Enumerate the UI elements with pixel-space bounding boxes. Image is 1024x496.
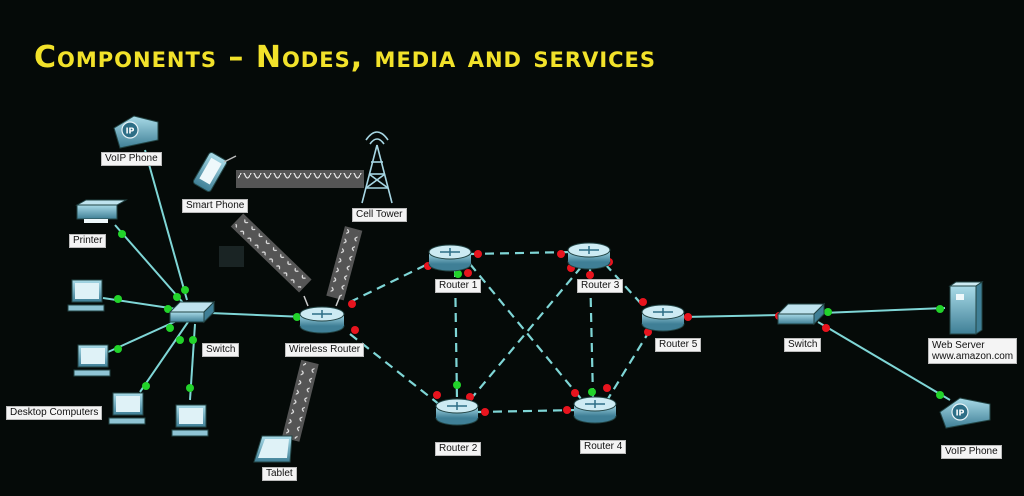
router-3-label: Router 3: [577, 279, 624, 293]
switch-left-label: Switch: [202, 343, 240, 357]
router-4-label: Router 4: [580, 440, 627, 454]
svg-text:IP: IP: [126, 127, 135, 136]
svg-text:IP: IP: [956, 409, 965, 418]
wireless-link-wrouter-b: [326, 226, 363, 301]
link-switch-webserver: [821, 307, 946, 314]
dark-block: [219, 246, 244, 267]
router-2-icon[interactable]: [435, 398, 479, 426]
router-5-icon[interactable]: [641, 304, 685, 332]
link-voip-switch: [144, 149, 188, 301]
wired-links: [102, 149, 951, 401]
link-r3-r5: [604, 263, 646, 309]
slide-title: Components – Nodes, media and services: [34, 40, 657, 75]
link-printer-switch: [114, 224, 186, 306]
router-5-label: Router 5: [655, 338, 702, 352]
web-server-url: www.amazon.com: [932, 351, 1014, 362]
link-r2-r4: [477, 408, 579, 414]
voip-phone-left-icon[interactable]: IP: [113, 115, 159, 149]
cell-tower-label: Cell Tower: [352, 208, 407, 222]
link-router5-switch: [682, 314, 781, 318]
router-1-label: Router 1: [435, 279, 482, 293]
wireless-link-tablet: [281, 359, 319, 442]
link-r2-r3: [469, 265, 583, 401]
desktop-computer-4-icon[interactable]: [171, 404, 209, 437]
web-server-label: Web Server www.amazon.com: [928, 338, 1018, 364]
link-switch-wrouter: [209, 312, 306, 318]
tablet-label: Tablet: [262, 467, 297, 481]
link-pc3-switch: [139, 321, 189, 393]
desktop-computer-3-icon[interactable]: [108, 392, 146, 425]
tablet-icon[interactable]: [253, 435, 293, 463]
web-server-icon[interactable]: [948, 281, 984, 335]
router-2-label: Router 2: [435, 442, 482, 456]
web-server-name: Web Server: [932, 340, 985, 351]
link-r4-r5: [605, 329, 651, 403]
link-wrouter-r2: [349, 333, 441, 406]
desktop-computer-1-icon[interactable]: [67, 279, 105, 312]
voip-phone-right-icon[interactable]: IP: [939, 397, 991, 429]
wireless-router-label: Wireless Router: [285, 343, 365, 357]
port-dots: [114, 230, 944, 416]
voip-phone-right-label: VoIP Phone: [941, 445, 1002, 459]
wireless-media: [219, 170, 364, 442]
link-r1-r4: [469, 263, 583, 401]
router-4-icon[interactable]: [573, 396, 617, 424]
cell-tower-icon: [361, 131, 393, 204]
link-r1-r3: [469, 250, 573, 256]
desktop-computers-label: Desktop Computers: [6, 406, 103, 420]
link-switch-voip: [817, 321, 951, 401]
switch-left-icon[interactable]: [168, 300, 216, 324]
link-wrouter-r1: [349, 261, 433, 303]
switch-right-icon[interactable]: [776, 302, 826, 326]
router-links: [349, 250, 651, 414]
router-1-icon[interactable]: [428, 244, 472, 272]
wireless-router-icon[interactable]: [299, 295, 345, 334]
router-3-icon[interactable]: [567, 242, 611, 270]
switch-right-label: Switch: [784, 338, 822, 352]
printer-label: Printer: [69, 234, 107, 248]
desktop-computer-2-icon[interactable]: [73, 344, 111, 377]
smart-phone-icon[interactable]: [192, 151, 237, 192]
smart-phone-label: Smart Phone: [182, 199, 249, 213]
wireless-link-wrouter-a: [230, 213, 312, 293]
voip-phone-left-label: VoIP Phone: [101, 152, 162, 166]
printer-icon[interactable]: [75, 199, 128, 223]
